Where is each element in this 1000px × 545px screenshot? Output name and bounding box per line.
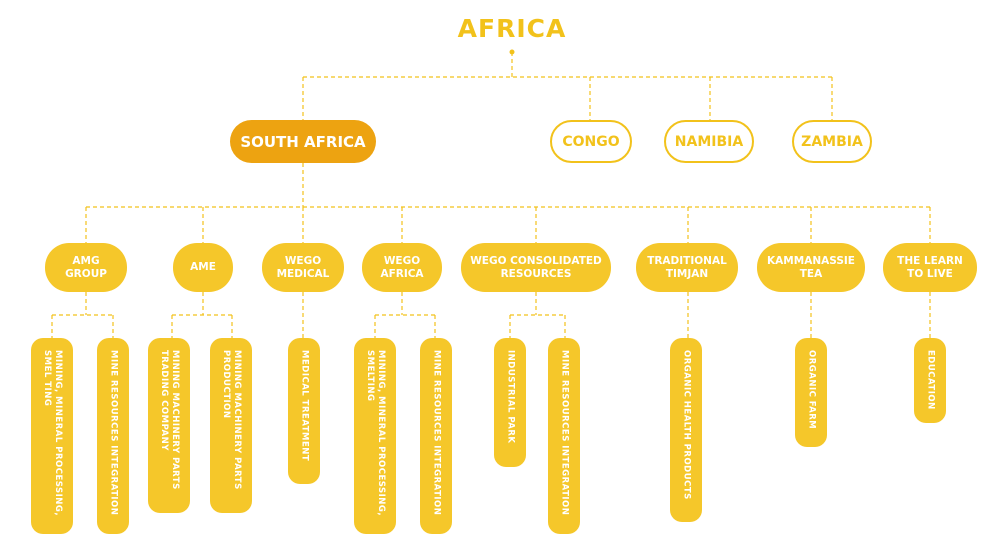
business-organic-health-products: ORGANIC HEALTH PRODUCTS — [670, 338, 702, 522]
business-amg-resources-integration: MINE RESOURCES INTEGRATION — [97, 338, 129, 534]
business-label: ORGANIC HEALTH PRODUCTS — [681, 350, 692, 500]
country-south-africa[interactable]: SOUTH AFRICA — [230, 120, 376, 163]
country-namibia[interactable]: NAMIBIA — [664, 120, 754, 163]
company-amg-group[interactable]: AMG GROUP — [45, 243, 127, 292]
company-kammanassie-tea[interactable]: KAMMANASSIE TEA — [757, 243, 865, 292]
business-ame-parts-production: MINING MACHINERY PARTS PRODUCTION — [210, 338, 252, 513]
business-label: EDUCATION — [925, 350, 936, 410]
business-label: INDUSTRIAL PARK — [505, 350, 516, 444]
business-label: ORGANIC FARM — [806, 350, 817, 430]
business-label: MINING MACHINERY PARTS TRADING COMPANY — [159, 350, 180, 490]
company-wego-medical[interactable]: WEGO MEDICAL — [262, 243, 344, 292]
business-organic-farm: ORGANIC FARM — [795, 338, 827, 447]
business-wego-africa-mining-processing: MINING, MINERAL PROCESSING, SMELTING — [354, 338, 396, 534]
country-zambia[interactable]: ZAMBIA — [792, 120, 872, 163]
business-label: MINING, MINERAL PROCESSING, SMELTING — [365, 350, 386, 517]
business-wego-africa-resources-integration: MINE RESOURCES INTEGRATION — [420, 338, 452, 534]
company-traditional-timjan[interactable]: TRADITIONAL TIMJAN — [636, 243, 738, 292]
business-label: MINE RESOURCES INTEGRATION — [108, 350, 119, 516]
business-label: MEDICAL TREATMENT — [299, 350, 310, 462]
country-congo[interactable]: CONGO — [550, 120, 632, 163]
business-education: EDUCATION — [914, 338, 946, 423]
company-ame[interactable]: AME — [173, 243, 233, 292]
business-label: MINING MACHINERY PARTS PRODUCTION — [221, 350, 242, 490]
business-wcr-resources-integration: MINE RESOURCES INTEGRATION — [548, 338, 580, 534]
company-wego-africa[interactable]: WEGO AFRICA — [362, 243, 442, 292]
business-label: MINE RESOURCES INTEGRATION — [559, 350, 570, 516]
company-the-learn-to-live[interactable]: THE LEARN TO LIVE — [883, 243, 977, 292]
business-industrial-park: INDUSTRIAL PARK — [494, 338, 526, 467]
business-label: MINE RESOURCES INTEGRATION — [431, 350, 442, 516]
root-africa-title: AFRICA — [457, 14, 567, 43]
business-ame-parts-trading: MINING MACHINERY PARTS TRADING COMPANY — [148, 338, 190, 513]
business-amg-mining-processing: MINING, MINERAL PROCESSING, SMEL TING — [31, 338, 73, 534]
company-wego-consolidated-resources[interactable]: WEGO CONSOLIDATED RESOURCES — [461, 243, 611, 292]
business-label: MINING, MINERAL PROCESSING, SMEL TING — [42, 350, 63, 517]
business-wego-medical-treatment: MEDICAL TREATMENT — [288, 338, 320, 484]
